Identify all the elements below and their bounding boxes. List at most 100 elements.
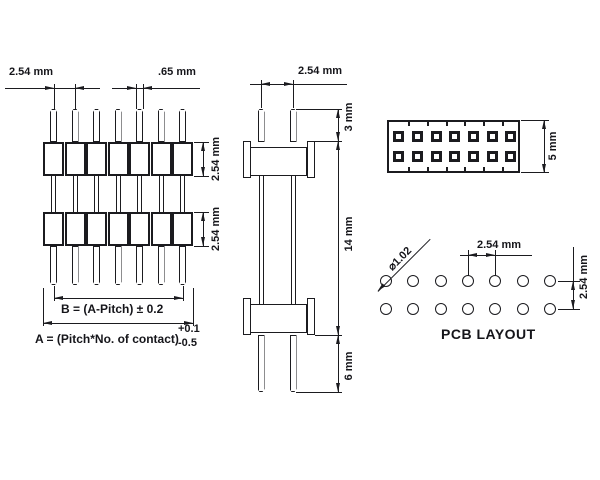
pcb-hole bbox=[489, 275, 501, 287]
dimension-line bbox=[203, 212, 205, 246]
pcb-hole bbox=[544, 303, 556, 315]
dim-a-formula-label: A = (Pitch*No. of contact) bbox=[35, 332, 179, 346]
side-pin-bottom bbox=[290, 335, 297, 392]
arrowhead bbox=[261, 82, 270, 86]
arrowhead bbox=[336, 109, 340, 118]
pad-square bbox=[412, 131, 423, 142]
dim-row1-height-label: 2.54 mm bbox=[210, 136, 222, 182]
body-segment bbox=[43, 142, 64, 176]
dim-row2-height-label: 2.54 mm bbox=[210, 206, 222, 252]
pad-square bbox=[431, 151, 442, 162]
tick-mark bbox=[408, 122, 410, 126]
front-pin-middle bbox=[158, 170, 164, 218]
pad-square bbox=[505, 151, 516, 162]
dim-tip-length-label: 3 mm bbox=[343, 102, 355, 132]
extension-line bbox=[75, 84, 77, 109]
extension-line bbox=[315, 335, 342, 337]
front-pin-middle bbox=[72, 170, 78, 218]
pad-square bbox=[393, 151, 404, 162]
tick-mark bbox=[464, 122, 466, 126]
pcb-hole bbox=[489, 303, 501, 315]
arrowhead bbox=[173, 296, 183, 300]
pad-square bbox=[449, 131, 460, 142]
pcb-hole bbox=[380, 303, 392, 315]
arrowhead bbox=[571, 281, 575, 290]
dimension-line bbox=[43, 323, 193, 325]
tick-mark bbox=[483, 122, 485, 126]
front-pin-bottom bbox=[50, 246, 57, 285]
arrowhead bbox=[571, 300, 575, 309]
extension-line bbox=[521, 120, 549, 122]
pad-square bbox=[468, 131, 479, 142]
front-pin-top bbox=[114, 109, 122, 142]
front-pin-middle bbox=[137, 170, 142, 218]
front-pin-top bbox=[50, 109, 57, 142]
dim-b-formula-label: B = (A-Pitch) ± 0.2 bbox=[61, 302, 164, 316]
body-segment bbox=[86, 142, 107, 176]
dimension-line bbox=[53, 298, 183, 300]
arrowhead bbox=[53, 296, 63, 300]
extension-line bbox=[194, 176, 209, 178]
arrowhead bbox=[336, 383, 340, 392]
dim-row-pitch-label: 2.54 mm bbox=[298, 65, 343, 77]
arrowhead bbox=[336, 132, 340, 141]
pad-square bbox=[431, 131, 442, 142]
dimension-line bbox=[338, 109, 340, 392]
insulator-body bbox=[250, 147, 307, 176]
front-pin-bottom bbox=[72, 246, 79, 285]
pad-square bbox=[487, 151, 498, 162]
front-pin-top bbox=[93, 109, 100, 142]
dim-hole-pitch-h-label: 2.54 mm bbox=[477, 239, 522, 251]
insulator-flange bbox=[307, 141, 315, 178]
front-pin-bottom bbox=[136, 246, 143, 285]
dim-body-span-label: 14 mm bbox=[343, 216, 355, 252]
body-segment bbox=[150, 212, 172, 246]
arrowhead bbox=[468, 253, 477, 257]
dimension-line bbox=[203, 142, 205, 176]
pad-square bbox=[449, 151, 460, 162]
side-pin-bottom bbox=[258, 335, 265, 392]
front-pin-bottom bbox=[158, 246, 165, 285]
extension-line bbox=[53, 286, 55, 301]
pcb-hole bbox=[435, 275, 447, 287]
pad-square bbox=[487, 131, 498, 142]
dim-hole-diameter-label: ⌀1.02 bbox=[385, 244, 415, 274]
extension-line bbox=[296, 109, 342, 111]
arrowhead bbox=[143, 86, 152, 90]
pcb-hole bbox=[407, 275, 419, 287]
dim-hole-pitch-v-label: 2.54 mm bbox=[578, 254, 590, 300]
dimension-line bbox=[544, 120, 546, 173]
arrowhead bbox=[284, 82, 293, 86]
arrowhead bbox=[75, 86, 84, 90]
extension-line bbox=[143, 84, 145, 109]
front-pin-middle bbox=[180, 170, 185, 218]
dimension-line bbox=[112, 88, 200, 90]
front-pin-middle bbox=[115, 170, 121, 218]
front-pin-middle bbox=[94, 170, 99, 218]
front-pin-bottom bbox=[93, 246, 100, 285]
pcb-layout-title: PCB LAYOUT bbox=[441, 326, 536, 342]
side-pin-top bbox=[289, 109, 297, 142]
body-segment bbox=[64, 142, 86, 176]
front-pin-top bbox=[157, 109, 165, 142]
body-segment bbox=[172, 212, 193, 246]
pcb-hole bbox=[435, 303, 447, 315]
body-segment bbox=[86, 212, 107, 246]
tick-mark bbox=[502, 122, 504, 126]
front-pin-top bbox=[179, 109, 186, 142]
tick-mark bbox=[502, 167, 504, 171]
arrowhead bbox=[127, 86, 136, 90]
pad-square bbox=[505, 131, 516, 142]
insulator-body bbox=[250, 304, 307, 333]
front-pin-top bbox=[136, 109, 143, 142]
tick-mark bbox=[483, 167, 485, 171]
arrowhead bbox=[201, 142, 205, 151]
dim-tail-length-label: 6 mm bbox=[343, 351, 355, 381]
arrowhead bbox=[43, 321, 52, 325]
pad-square bbox=[468, 151, 479, 162]
side-pin-middle bbox=[290, 170, 296, 310]
extension-line bbox=[558, 309, 580, 311]
body-segment bbox=[150, 142, 172, 176]
body-segment bbox=[107, 212, 129, 246]
